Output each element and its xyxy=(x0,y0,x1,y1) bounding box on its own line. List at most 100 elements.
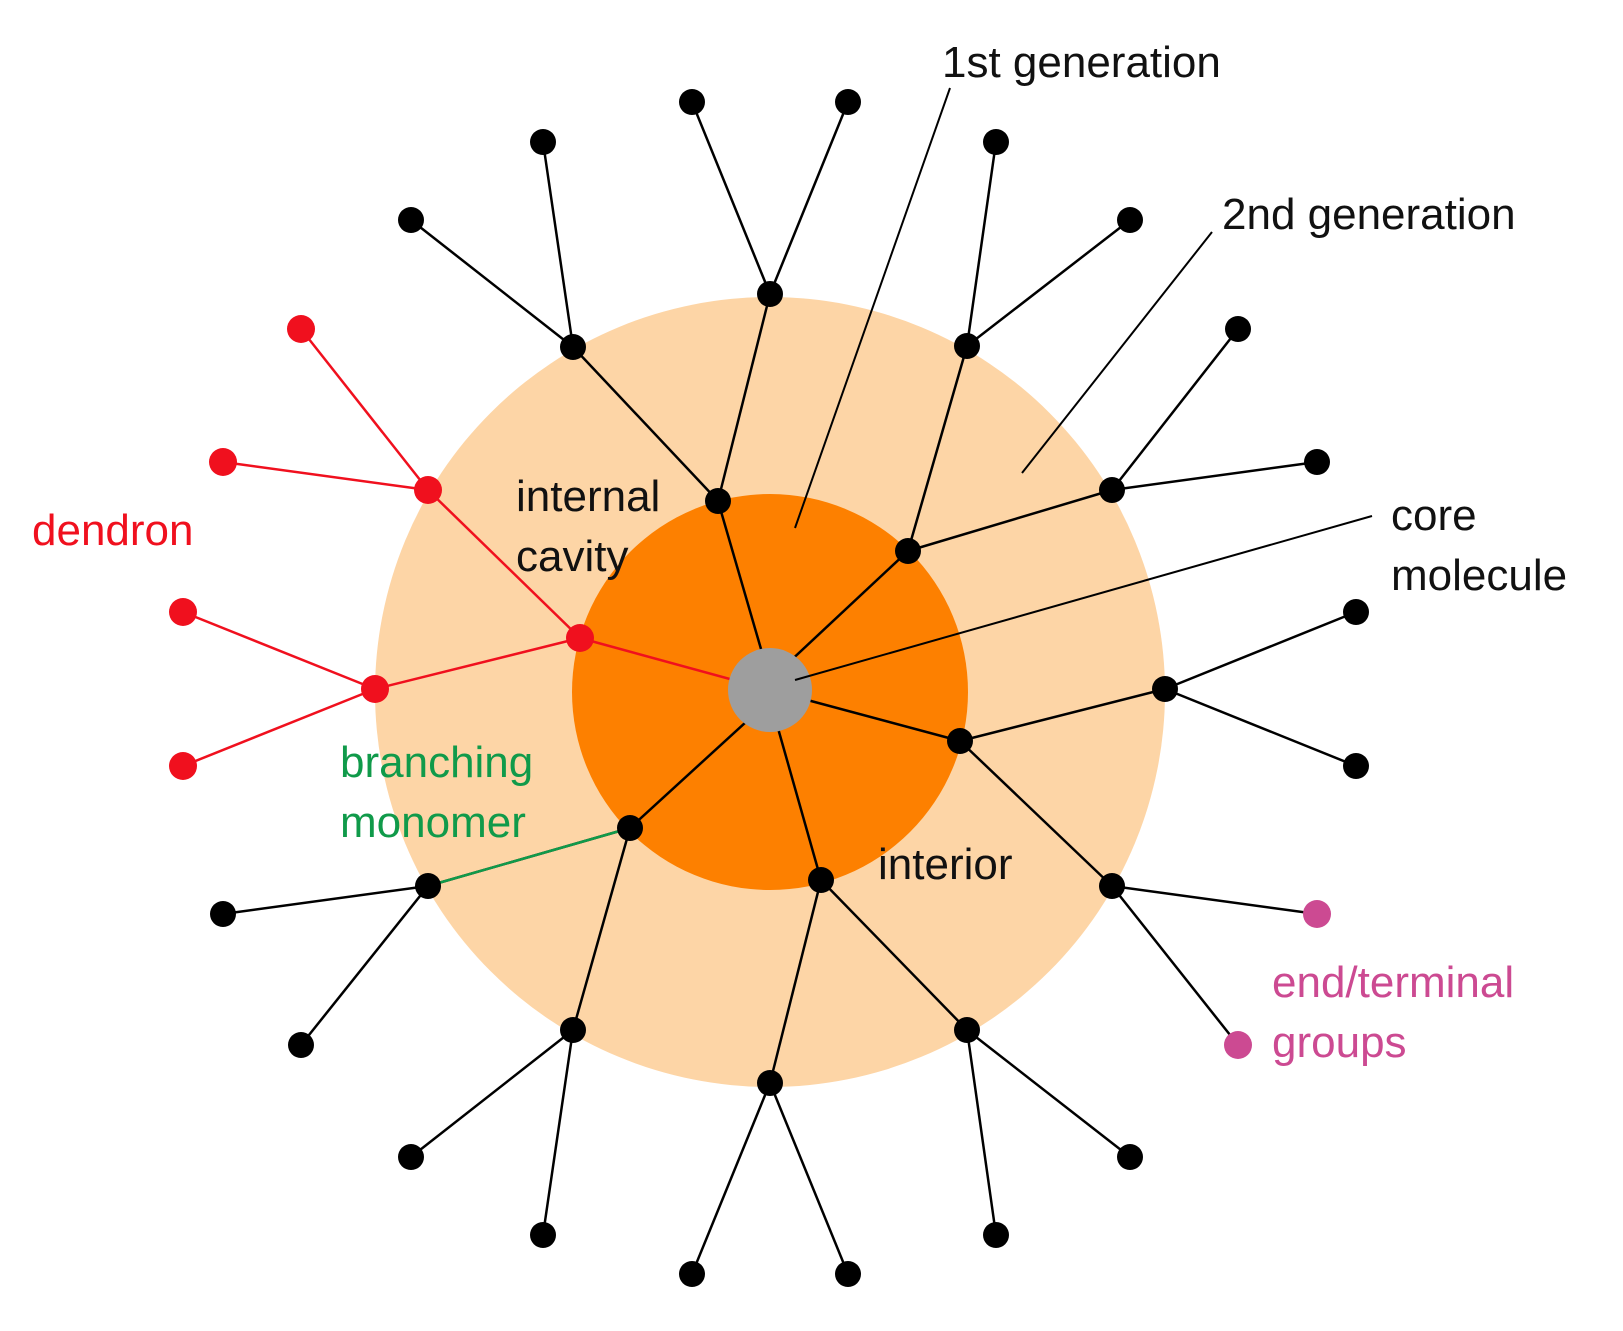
label-internal-cavity-line2: cavity xyxy=(516,532,628,581)
bond xyxy=(966,1029,1131,1158)
dendron-node xyxy=(361,675,389,703)
branch-node xyxy=(757,1070,783,1096)
dendron-node xyxy=(169,752,197,780)
branch-node xyxy=(895,538,921,564)
branch-node xyxy=(954,1017,980,1043)
terminal-node xyxy=(1117,207,1143,233)
nodes-dendron xyxy=(169,315,594,780)
terminal-node xyxy=(679,1261,705,1287)
label-core-line2: molecule xyxy=(1391,551,1567,600)
bond xyxy=(690,101,772,295)
label-end-groups-line1: end/terminal xyxy=(1272,958,1514,1007)
label-first-generation: 1st generation xyxy=(942,38,1221,87)
bond xyxy=(959,687,1166,743)
terminal-node xyxy=(210,901,236,927)
terminal-node xyxy=(983,129,1009,155)
bond xyxy=(820,879,968,1031)
bond xyxy=(410,1029,574,1158)
bond xyxy=(571,827,632,1031)
end-group-node xyxy=(1224,1031,1252,1059)
bond xyxy=(1164,687,1357,768)
terminal-node xyxy=(835,89,861,115)
bond xyxy=(1111,885,1239,1046)
dendron-bond xyxy=(182,610,376,691)
nodes-end-groups xyxy=(1224,900,1331,1059)
branch-node xyxy=(1099,477,1125,503)
label-internal-cavity-line1: internal xyxy=(516,472,660,521)
bond xyxy=(690,1082,772,1275)
annotation-lines xyxy=(794,87,1373,681)
terminal-node xyxy=(1225,316,1251,342)
label-end-groups-line2: groups xyxy=(1272,1018,1407,1067)
bond xyxy=(768,101,850,295)
bond xyxy=(1111,460,1318,492)
branch-node xyxy=(757,281,783,307)
terminal-node xyxy=(679,89,705,115)
bond xyxy=(541,1029,575,1236)
bond xyxy=(768,879,823,1084)
bond xyxy=(410,219,574,348)
end-group-node xyxy=(1303,900,1331,928)
branch-node xyxy=(560,1017,586,1043)
bond xyxy=(906,345,969,552)
core-molecule xyxy=(728,648,812,732)
bond xyxy=(965,1029,998,1236)
bond xyxy=(1164,610,1357,691)
dendron-bond xyxy=(374,636,581,691)
dendron-branch xyxy=(182,328,771,768)
nodes-black xyxy=(210,89,1369,1287)
bond xyxy=(541,141,575,348)
terminal-node xyxy=(1343,753,1369,779)
leader-line-first-generation xyxy=(794,87,951,529)
leader-line-core xyxy=(794,515,1373,681)
dendron-node xyxy=(169,598,197,626)
branch-node xyxy=(954,333,980,359)
terminal-node xyxy=(835,1261,861,1287)
label-interior: interior xyxy=(878,840,1013,889)
branch-node xyxy=(617,815,643,841)
terminal-node xyxy=(1117,1144,1143,1170)
bond xyxy=(716,293,772,502)
branch-node xyxy=(1099,873,1125,899)
terminal-node xyxy=(288,1032,314,1058)
terminal-node xyxy=(398,1144,424,1170)
dendron-bond xyxy=(222,460,429,492)
branch-node xyxy=(705,488,731,514)
dendron-bond xyxy=(300,328,429,491)
terminal-node xyxy=(530,129,556,155)
dendron-bond xyxy=(182,687,376,768)
dendron-node xyxy=(287,315,315,343)
label-branching-monomer-line2: monomer xyxy=(340,798,526,847)
terminal-node xyxy=(1304,449,1330,475)
label-dendron: dendron xyxy=(32,506,193,555)
branch-node xyxy=(560,334,586,360)
label-core-line1: core xyxy=(1391,491,1477,540)
dendron-node xyxy=(209,448,237,476)
terminal-node xyxy=(1343,599,1369,625)
bond xyxy=(1111,884,1318,916)
branch-node xyxy=(808,867,834,893)
bond xyxy=(768,1082,850,1275)
leader-line-second-generation xyxy=(1021,231,1213,474)
labels: 1st generation 2nd generation core molec… xyxy=(32,38,1567,1067)
dendron-node xyxy=(414,476,442,504)
label-branching-monomer-line1: branching xyxy=(340,738,533,787)
bond xyxy=(222,884,429,916)
bond xyxy=(965,141,998,347)
bond xyxy=(907,488,1113,553)
branch-node xyxy=(1152,676,1178,702)
bond xyxy=(966,219,1131,347)
terminal-node xyxy=(983,1222,1009,1248)
branch-node xyxy=(947,728,973,754)
branch-node xyxy=(415,873,441,899)
terminal-node xyxy=(398,207,424,233)
terminal-node xyxy=(530,1222,556,1248)
bond xyxy=(572,346,719,502)
label-second-generation: 2nd generation xyxy=(1222,190,1516,239)
dendron-bond xyxy=(427,489,581,639)
branching-monomer-bond xyxy=(427,826,631,888)
bond xyxy=(300,885,429,1046)
dendron-node xyxy=(566,624,594,652)
bond xyxy=(959,740,1113,887)
